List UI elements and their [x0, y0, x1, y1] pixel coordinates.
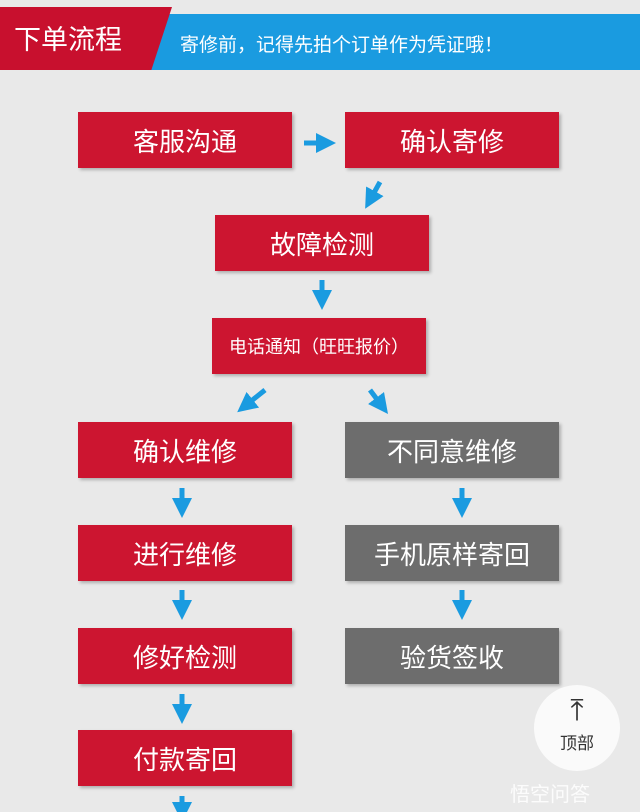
- back-to-top-button[interactable]: ⤒ 顶部: [534, 685, 620, 771]
- step-confirm-repair: 确认维修: [78, 422, 292, 478]
- header-banner: [140, 14, 640, 70]
- step-repaired-check: 修好检测: [78, 628, 292, 684]
- arrow: [368, 388, 388, 414]
- arrow-up-bar-icon: ⤒: [570, 693, 584, 728]
- arrow: [237, 388, 267, 413]
- watermark: 悟空问答: [510, 782, 590, 806]
- step-phone-notice: 电话通知（旺旺报价）: [212, 318, 426, 374]
- header-subtitle: 寄修前，记得先拍个订单作为凭证哦！: [180, 34, 504, 56]
- arrow: [365, 180, 384, 209]
- step-return-original: 手机原样寄回: [345, 525, 559, 581]
- page-title: 下单流程: [14, 25, 122, 56]
- header-title-block: [0, 7, 172, 70]
- step-inspect-sign: 验货签收: [345, 628, 559, 684]
- step-fault-check: 故障检测: [215, 215, 429, 271]
- step-pay-return: 付款寄回: [78, 730, 292, 786]
- step-customer-service: 客服沟通: [78, 112, 292, 168]
- step-repairing: 进行维修: [78, 525, 292, 581]
- back-to-top-label: 顶部: [560, 734, 594, 754]
- step-confirm-send: 确认寄修: [345, 112, 559, 168]
- step-disagree-repair: 不同意维修: [345, 422, 559, 478]
